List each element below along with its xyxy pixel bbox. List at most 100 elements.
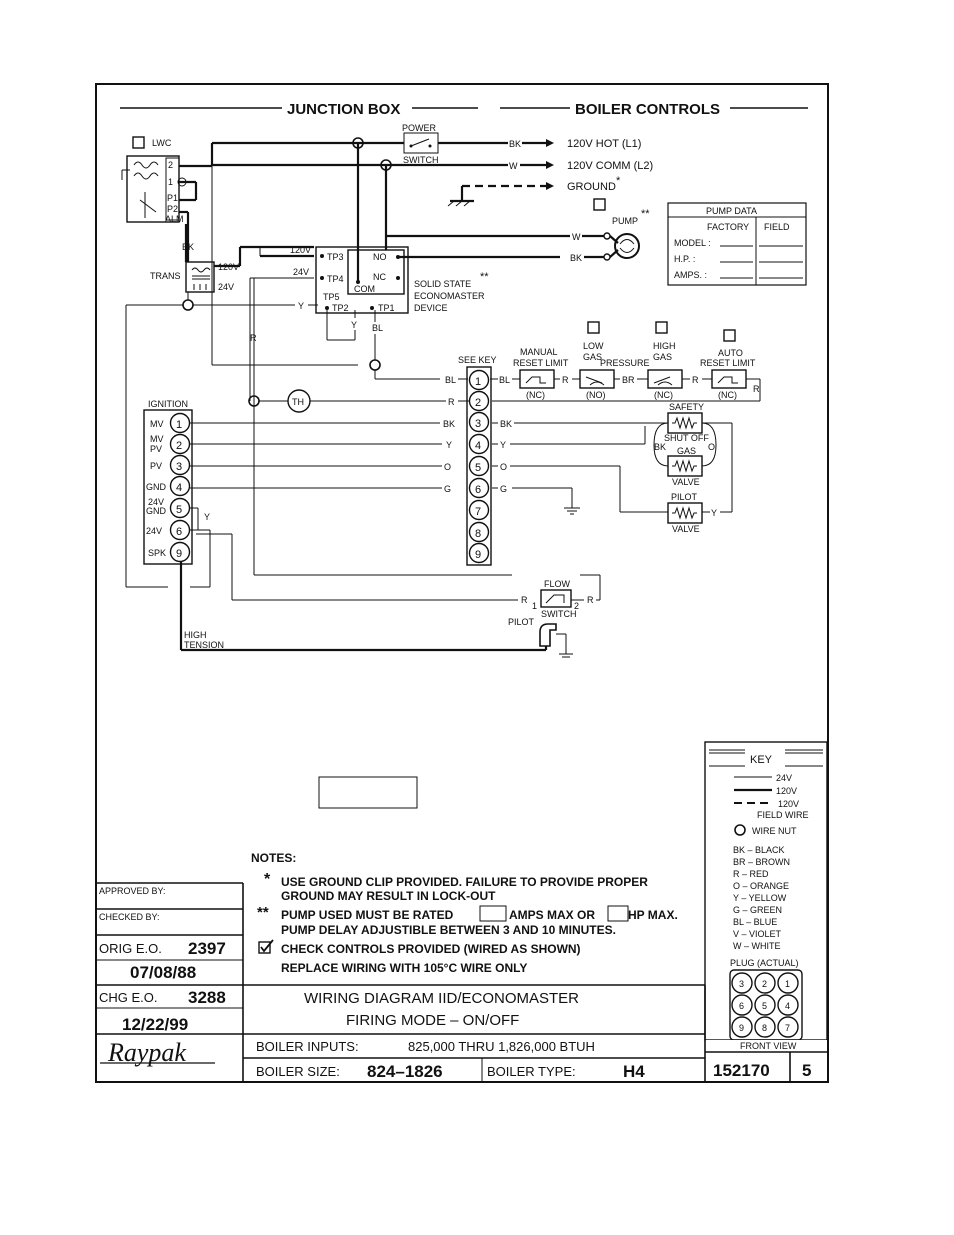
svg-text:SHUT OFF: SHUT OFF xyxy=(664,433,709,443)
hot-wire-color: BK xyxy=(509,139,521,149)
svg-text:SPK: SPK xyxy=(148,548,166,558)
svg-text:O – ORANGE: O – ORANGE xyxy=(733,881,789,891)
svg-text:**: ** xyxy=(257,904,269,921)
svg-text:R – RED: R – RED xyxy=(733,869,769,879)
svg-text:PV: PV xyxy=(150,444,162,454)
svg-text:APPROVED BY:: APPROVED BY: xyxy=(99,886,166,896)
hp-blank xyxy=(607,905,629,922)
svg-text:FACTORY: FACTORY xyxy=(707,222,749,232)
svg-text:PRESSURE: PRESSURE xyxy=(600,358,650,368)
drawing-number: 152170 xyxy=(713,1061,770,1080)
svg-text:9: 9 xyxy=(176,548,182,560)
svg-text:HP MAX.: HP MAX. xyxy=(628,908,678,922)
amps-blank xyxy=(479,905,507,922)
svg-text:FLOW: FLOW xyxy=(544,579,571,589)
svg-text:MODEL :: MODEL : xyxy=(674,238,711,248)
svg-text:W: W xyxy=(572,232,581,242)
pilot-coil xyxy=(667,502,703,524)
svg-text:VALVE: VALVE xyxy=(672,524,700,534)
svg-text:ECONOMASTER: ECONOMASTER xyxy=(414,291,485,301)
field-wiring: R TH R BK BK Y Y O O G G xyxy=(190,278,668,601)
svg-text:(NC): (NC) xyxy=(654,390,673,400)
svg-text:H.P. :: H.P. : xyxy=(674,254,695,264)
svg-text:GAS: GAS xyxy=(583,352,602,362)
svg-text:Y: Y xyxy=(711,508,717,518)
flow-switch-box xyxy=(540,589,572,608)
svg-text:6: 6 xyxy=(176,526,182,538)
revision-number: 5 xyxy=(802,1061,811,1080)
svg-text:TP1: TP1 xyxy=(378,303,395,313)
svg-text:BR – BROWN: BR – BROWN xyxy=(733,857,790,867)
wire-nut-trans xyxy=(182,299,194,311)
svg-text:9: 9 xyxy=(475,549,481,561)
svg-text:G – GREEN: G – GREEN xyxy=(733,905,782,915)
svg-text:SWITCH: SWITCH xyxy=(541,609,577,619)
svg-text:RESET LIMIT: RESET LIMIT xyxy=(513,358,569,368)
svg-text:PILOT: PILOT xyxy=(508,617,535,627)
svg-text:BK: BK xyxy=(500,419,512,429)
pump: ** PUMP W BK xyxy=(570,198,650,263)
svg-text:O: O xyxy=(500,462,507,472)
svg-text:AMPS MAX OR: AMPS MAX OR xyxy=(509,908,595,922)
svg-text:7: 7 xyxy=(785,1023,790,1033)
wire-bl-econo: BL xyxy=(372,323,383,333)
svg-text:NC: NC xyxy=(373,272,386,282)
svg-text:GAS: GAS xyxy=(653,352,672,362)
power-label: POWER xyxy=(402,123,437,133)
svg-text:CHECKED BY:: CHECKED BY: xyxy=(99,912,160,922)
svg-text:(NC): (NC) xyxy=(718,390,737,400)
svg-text:07/08/88: 07/08/88 xyxy=(130,963,196,982)
comm-wire-color: W xyxy=(509,161,518,171)
svg-text:2: 2 xyxy=(574,601,579,611)
svg-text:TP2: TP2 xyxy=(332,303,349,313)
svg-text:O: O xyxy=(708,442,715,452)
svg-text:ALM: ALM xyxy=(165,214,184,224)
auto-reset-checkbox xyxy=(723,329,736,342)
blank-label-box xyxy=(318,776,418,809)
svg-text:(NO): (NO) xyxy=(586,390,606,400)
svg-text:2: 2 xyxy=(176,440,182,452)
svg-text:*: * xyxy=(264,871,271,888)
svg-text:PILOT: PILOT xyxy=(671,492,698,502)
svg-text:BK – BLACK: BK – BLACK xyxy=(733,845,785,855)
svg-text:1: 1 xyxy=(176,419,182,431)
svg-text:Y: Y xyxy=(204,512,210,522)
svg-text:Y: Y xyxy=(351,320,357,330)
trans-wire-color: BK xyxy=(182,242,194,252)
svg-text:PUMP USED MUST BE RATED: PUMP USED MUST BE RATED xyxy=(281,908,454,922)
high-gas-checkbox xyxy=(655,321,668,334)
svg-text:GROUND MAY RESULT IN LOCK-OUT: GROUND MAY RESULT IN LOCK-OUT xyxy=(281,889,496,903)
svg-text:PUMP DATA: PUMP DATA xyxy=(706,206,757,216)
svg-text:SAFETY: SAFETY xyxy=(669,402,704,412)
svg-text:3: 3 xyxy=(475,418,481,430)
svg-text:120V: 120V xyxy=(290,245,311,255)
svg-text:BL – BLUE: BL – BLUE xyxy=(733,917,777,927)
pump-motor-icon xyxy=(614,233,640,259)
svg-text:5: 5 xyxy=(762,1001,767,1011)
svg-text:3: 3 xyxy=(739,979,744,989)
flow-switch: FLOW R 1 2 SWITCH R PILOT HIGH TENSION xyxy=(179,561,601,658)
svg-text:2: 2 xyxy=(762,979,767,989)
svg-text:REPLACE WIRING WITH 105°C WIRE: REPLACE WIRING WITH 105°C WIRE ONLY xyxy=(281,961,527,975)
svg-text:2397: 2397 xyxy=(188,939,226,958)
svg-text:1: 1 xyxy=(475,376,481,388)
svg-text:BL: BL xyxy=(445,375,456,385)
terminal-strip: 1 2 3 4 5 6 7 8 9 xyxy=(466,366,492,566)
svg-text:WIRE NUT: WIRE NUT xyxy=(752,826,797,836)
pilot-burner-icon xyxy=(539,623,557,647)
svg-text:AMPS. :: AMPS. : xyxy=(674,270,707,280)
trans-label: TRANS xyxy=(150,271,181,281)
auto-reset-limit xyxy=(711,369,747,389)
junction-box-heading: JUNCTION BOX xyxy=(287,101,400,118)
svg-text:G: G xyxy=(444,484,451,494)
plug-pin-circles xyxy=(731,972,799,1038)
svg-text:IGNITION: IGNITION xyxy=(148,399,188,409)
svg-text:24V: 24V xyxy=(148,497,164,507)
svg-text:824–1826: 824–1826 xyxy=(367,1062,443,1081)
svg-text:8: 8 xyxy=(762,1023,767,1033)
header: JUNCTION BOX BOILER CONTROLS xyxy=(120,101,808,118)
svg-text:24V: 24V xyxy=(146,526,162,536)
svg-text:**: ** xyxy=(641,208,650,220)
gas-valve: SAFETY SHUT OFF BK GAS O VALVE PILOT VAL… xyxy=(644,402,733,534)
svg-text:FIELD WIRE: FIELD WIRE xyxy=(757,810,809,820)
